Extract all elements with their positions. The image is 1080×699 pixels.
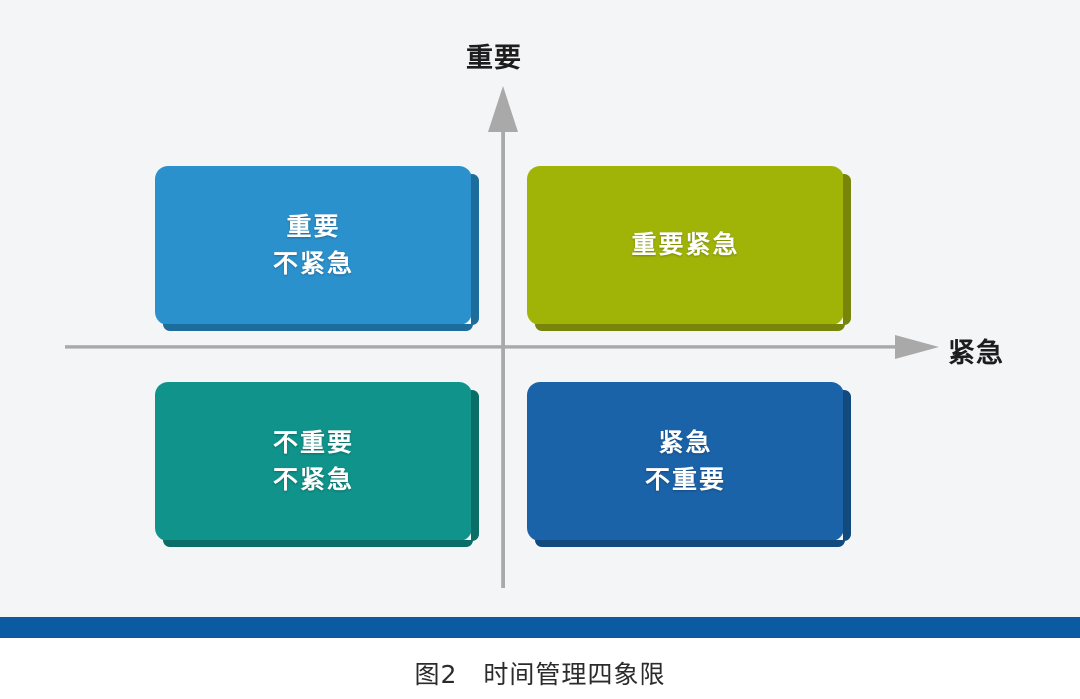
horizontal-axis [65,345,910,349]
diagram-canvas: 重要 紧急 重要 不紧急 重要紧急 不重要 不紧急 [0,0,1080,617]
quadrant-edge-right [471,174,479,325]
quadrant-label-line1: 紧急 [658,428,713,457]
accent-bar [0,617,1080,638]
quadrant-important-not-urgent[interactable]: 重要 不紧急 [155,166,479,331]
quadrant-label-line2: 不紧急 [272,465,354,494]
quadrant-label-line1: 不重要 [272,428,354,457]
quadrant-label-group: 紧急 不重要 [645,425,726,499]
quadrant-edge-bottom [535,324,845,331]
arrow-up-icon [488,86,518,132]
quadrant-urgent-not-important[interactable]: 紧急 不重要 [527,382,851,547]
axis-label-urgent: 紧急 [948,338,1004,368]
arrow-right-icon [895,335,939,359]
axis-label-important: 重要 [466,43,522,73]
quadrant-label-group: 重要 不紧急 [273,209,354,283]
quadrant-edge-bottom [535,540,845,547]
vertical-axis [501,118,505,588]
quadrant-edge-bottom [163,540,473,547]
quadrant-edge-right [843,174,851,325]
quadrant-edge-right [843,390,851,541]
figure-caption: 图2 时间管理四象限 [414,660,666,689]
quadrant-label-group: 不重要 不紧急 [273,425,354,499]
quadrant-edge-right [471,390,479,541]
quadrant-label-line2: 不紧急 [272,249,354,278]
quadrant-not-important-not-urgent[interactable]: 不重要 不紧急 [155,382,479,547]
quadrant-label-line2: 不重要 [644,465,726,494]
quadrant-edge-bottom [163,324,473,331]
quadrant-label-line1: 重要 [286,212,341,241]
quadrant-label-line1: 重要紧急 [631,231,740,259]
quadrant-important-urgent[interactable]: 重要紧急 [527,166,851,331]
quadrant-label-group: 重要紧急 [631,227,739,264]
